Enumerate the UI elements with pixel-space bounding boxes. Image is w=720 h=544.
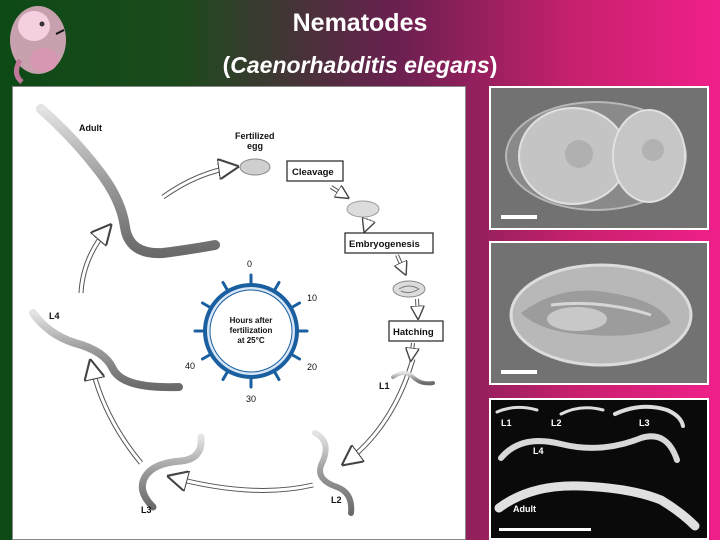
photo-label-l4: L4 (533, 446, 544, 456)
label-l1: L1 (379, 381, 390, 391)
photo-label-l1: L1 (501, 418, 512, 428)
cleavage-box (286, 160, 344, 182)
clock-label-line1: Hours after (230, 316, 273, 325)
clock-tick-10: 10 (307, 293, 317, 303)
two-cell-embryo-photo (489, 86, 709, 230)
clock-tick-0: 0 (247, 259, 252, 269)
l2-worm (312, 430, 355, 516)
embryogenesis-box (344, 232, 434, 254)
clock-tick-20: 20 (307, 362, 317, 372)
label-l4: L4 (49, 311, 60, 321)
photo-label-l2: L2 (551, 418, 562, 428)
l4-worm (29, 309, 183, 392)
label-fertilized-line1: Fertilized (235, 131, 275, 141)
l3-worm (138, 433, 205, 511)
photo-label-l3: L3 (639, 418, 650, 428)
larvae-adult-photo: L1 L2 L3 L4 Adult (489, 398, 709, 540)
clock-label-line3: at 25°C (237, 336, 264, 345)
label-hatching: Hatching (393, 327, 434, 338)
scale-bar (501, 370, 537, 374)
label-cleavage: Cleavage (292, 167, 334, 178)
label-l2: L2 (331, 495, 342, 505)
clock-tick-40: 40 (185, 361, 195, 371)
clock-label-line2: fertilization (230, 326, 273, 335)
species-name: Caenorhabditis elegans (230, 52, 490, 78)
label-adult: Adult (79, 123, 102, 133)
cycle-arrows (78, 167, 418, 493)
hours-clock: Hours after fertilization at 25°C 0 10 2… (185, 259, 317, 404)
embryo-egg (392, 280, 426, 298)
label-embryogenesis: Embryogenesis (349, 239, 420, 250)
label-fertilized-line2: egg (247, 141, 263, 151)
fertilized-egg (239, 158, 271, 176)
hatching-box (388, 320, 444, 342)
scale-bar (501, 215, 537, 219)
slide-title: Nematodes (292, 9, 428, 37)
slide-subtitle: (Caenorhabditis elegans) (222, 52, 498, 78)
late-embryo-photo (489, 241, 709, 385)
photo-label-adult: Adult (513, 504, 536, 514)
label-l3: L3 (141, 505, 152, 515)
cleaving-egg (346, 200, 380, 218)
embryo-logo (10, 6, 66, 84)
life-cycle-diagram: Adult Fertilized egg Cleavage Embryogene… (12, 86, 466, 540)
l1-worm (391, 371, 435, 386)
adult-worm (36, 104, 220, 259)
scale-bar (499, 528, 591, 531)
clock-tick-30: 30 (246, 394, 256, 404)
